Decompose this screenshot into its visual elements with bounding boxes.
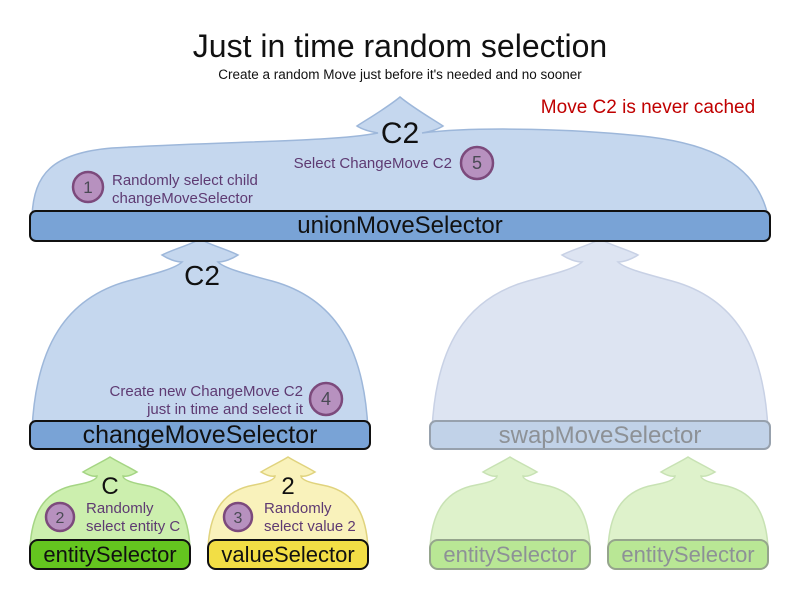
union-output-move-label: C2 xyxy=(381,117,419,150)
step-1-badge xyxy=(71,170,105,204)
step-3-text-line2: select value 2 xyxy=(264,518,356,535)
entity-selector-faded-right-bar xyxy=(607,539,769,570)
step-5: 5 Select ChangeMove C2 xyxy=(294,145,495,181)
step-2: 2 Randomly select entity C xyxy=(44,500,180,535)
page-title: Just in time random selection xyxy=(193,28,607,64)
value-selector-bar xyxy=(207,539,369,570)
step-4-text-line2: just in time and select it xyxy=(146,401,304,418)
entity-output-label: C xyxy=(101,473,118,500)
value-selector-label: valueSelector xyxy=(221,542,354,567)
step-4-text-line1: Create new ChangeMove C2 xyxy=(110,383,303,400)
swap-move-selector-label: swapMoveSelector xyxy=(499,422,702,449)
swap-move-selector-bar-faded xyxy=(429,420,771,450)
entity-selector-faded-left-label: entitySelector xyxy=(443,542,576,567)
step-2-number: 2 xyxy=(56,510,65,527)
change-move-selector-bar xyxy=(29,420,371,450)
step-1-text-line1: Randomly select child xyxy=(112,172,258,189)
entity-selector-bar xyxy=(29,539,191,570)
step-2-text-line2: select entity C xyxy=(86,518,180,535)
step-5-text-line1: Select ChangeMove C2 xyxy=(294,155,452,172)
never-cached-note: Move C2 is never cached xyxy=(541,97,755,118)
step-1-number: 1 xyxy=(83,178,92,197)
step-5-number: 5 xyxy=(472,153,482,173)
step-2-text-line1: Randomly xyxy=(86,500,154,517)
step-1-text-line2: changeMoveSelector xyxy=(112,190,253,207)
entity-faded-right-funnel xyxy=(607,456,769,549)
union-output-funnel xyxy=(31,96,769,217)
value-output-label: 2 xyxy=(281,473,294,500)
entity-selector-label: entitySelector xyxy=(43,542,176,567)
step-3: 3 Randomly select value 2 xyxy=(222,500,356,535)
change-output-move-label: C2 xyxy=(184,260,220,291)
step-1: 1 Randomly select child changeMoveSelect… xyxy=(71,170,258,207)
step-4-badge xyxy=(308,381,344,417)
step-2-badge xyxy=(44,501,76,533)
entity-selector-faded-left-bar xyxy=(429,539,591,570)
page-subtitle: Create a random Move just before it's ne… xyxy=(218,67,582,82)
step-3-badge xyxy=(222,501,254,533)
step-4: 4 Create new ChangeMove C2 just in time … xyxy=(110,381,344,418)
step-3-text-line1: Randomly xyxy=(264,500,332,517)
step-4-number: 4 xyxy=(321,389,331,409)
union-move-selector-bar xyxy=(29,210,771,242)
change-move-selector-label: changeMoveSelector xyxy=(83,421,318,449)
entity-faded-left-funnel xyxy=(429,456,591,549)
entity-selector-faded-right-label: entitySelector xyxy=(621,542,754,567)
union-move-selector-label: unionMoveSelector xyxy=(297,212,502,239)
swap-output-funnel-faded xyxy=(431,238,769,431)
step-5-badge xyxy=(459,145,495,181)
step-3-number: 3 xyxy=(234,510,243,527)
